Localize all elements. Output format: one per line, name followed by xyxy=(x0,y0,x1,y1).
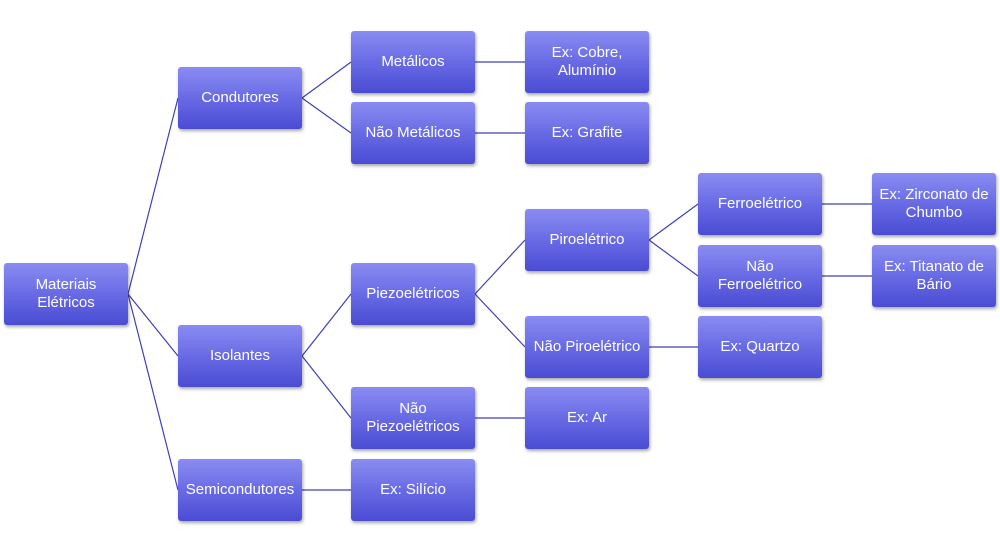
node-label: Condutores xyxy=(201,89,279,106)
node-nao-piezoeletricos: Não Piezoelétricos xyxy=(351,387,475,449)
node-label: Ex: Titanato de Bário xyxy=(883,258,985,293)
node-ex-grafite: Ex: Grafite xyxy=(525,102,649,164)
node-label: Isolantes xyxy=(209,347,271,364)
connector-isolantes-piezoeletricos xyxy=(301,293,352,357)
node-metalicos: Metálicos xyxy=(351,31,475,93)
connector-materiais-isolantes xyxy=(127,293,179,357)
node-label: Materiais Elétricos xyxy=(35,276,97,311)
node-label: Não Ferroelétrico xyxy=(717,258,803,293)
node-ex-quartzo: Ex: Quartzo xyxy=(698,316,822,378)
connector-piroeletrico-nao_ferroeletrico xyxy=(648,239,699,277)
connector-isolantes-nao_piezoeletricos xyxy=(301,355,352,419)
node-isolantes: Isolantes xyxy=(178,325,302,387)
node-ex-silicio: Ex: Silício xyxy=(351,459,475,521)
node-label: Ex: Zirconato de Chumbo xyxy=(879,186,989,221)
connector-condutores-metalicos xyxy=(301,61,352,99)
node-label: Ex: Grafite xyxy=(551,124,623,141)
node-ex-titanato: Ex: Titanato de Bário xyxy=(872,245,996,307)
node-ferroeletrico: Ferroelétrico xyxy=(698,173,822,235)
node-label: Ex: Ar xyxy=(566,409,607,426)
connector-piroeletrico-ferroeletrico xyxy=(648,203,699,241)
node-label: Não Metálicos xyxy=(365,124,461,141)
connector-materiais-condutores xyxy=(127,97,179,295)
node-semicondutores: Semicondutores xyxy=(178,459,302,521)
node-piezoeletricos: Piezoelétricos xyxy=(351,263,475,325)
connector-materiais-semicondutores xyxy=(127,293,179,491)
node-label: Metálicos xyxy=(381,53,445,70)
node-condutores: Condutores xyxy=(178,67,302,129)
node-ex-ar: Ex: Ar xyxy=(525,387,649,449)
node-label: Piezoelétricos xyxy=(366,285,460,302)
connector-piezoeletricos-nao_piroeletrico xyxy=(474,293,526,348)
node-label: Ferroelétrico xyxy=(717,195,803,212)
node-nao-metalicos: Não Metálicos xyxy=(351,102,475,164)
node-piroeletrico: Piroelétrico xyxy=(525,209,649,271)
node-label: Piroelétrico xyxy=(549,231,625,248)
node-label: Ex: Cobre, Alumínio xyxy=(551,44,623,79)
node-label: Ex: Quartzo xyxy=(720,338,800,355)
node-label: Ex: Silício xyxy=(380,481,446,498)
node-materiais-eletricos: Materiais Elétricos xyxy=(4,263,128,325)
node-ex-zirconato: Ex: Zirconato de Chumbo xyxy=(872,173,996,235)
node-label: Não Piezoelétricos xyxy=(366,400,460,435)
node-label: Não Piroelétrico xyxy=(533,338,641,355)
node-nao-ferroeletrico: Não Ferroelétrico xyxy=(698,245,822,307)
node-label: Semicondutores xyxy=(185,481,295,498)
node-ex-cobre: Ex: Cobre, Alumínio xyxy=(525,31,649,93)
connector-condutores-nao_metalicos xyxy=(301,97,352,134)
node-nao-piroeletrico: Não Piroelétrico xyxy=(525,316,649,378)
connector-piezoeletricos-piroeletrico xyxy=(474,239,526,295)
